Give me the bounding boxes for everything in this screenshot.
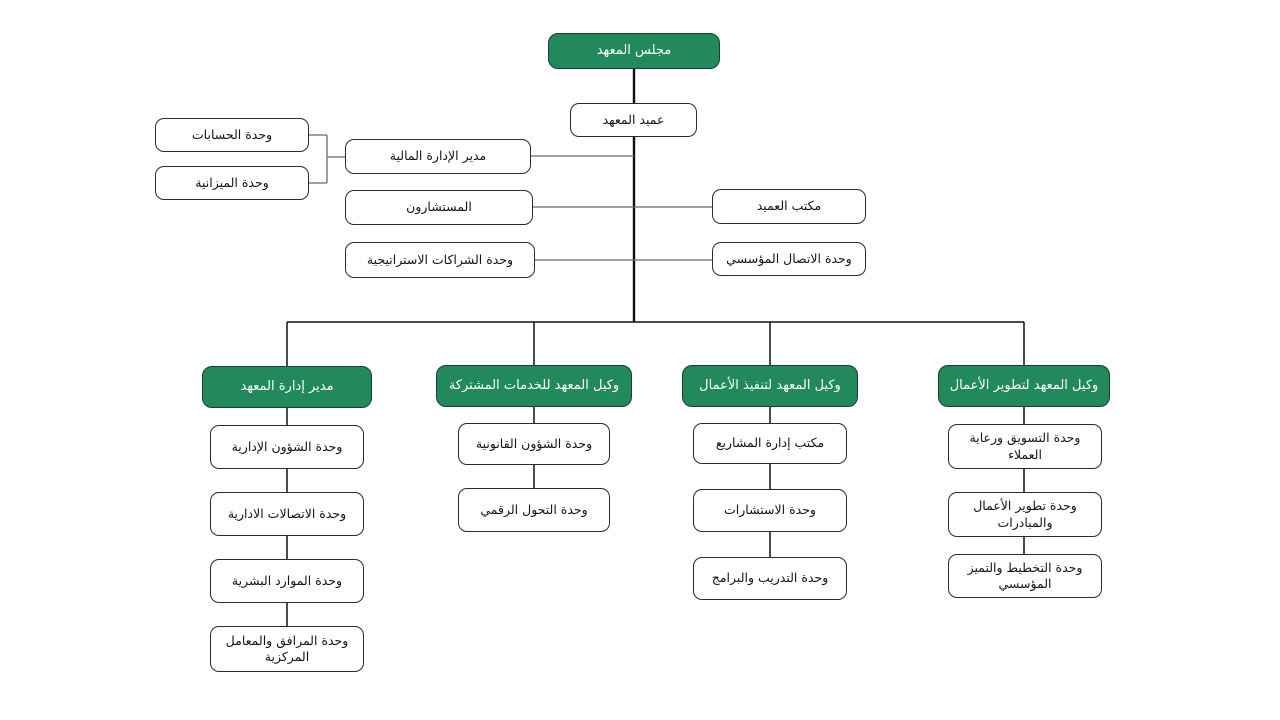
org-node-bizdev-initiatives: وحدة تطوير الأعمال والمبادرات (948, 492, 1102, 537)
org-node-vp-business-execution: وكيل المعهد لتنفيذ الأعمال (682, 365, 858, 407)
org-node-corp-comm: وحدة الاتصال المؤسسي (712, 242, 866, 276)
org-node-dean: عميد المعهد (570, 103, 697, 137)
org-node-facilities-labs: وحدة المرافق والمعامل المركزية (210, 626, 364, 672)
org-node-planning-excellence: وحدة التخطيط والتميز المؤسسي (948, 554, 1102, 598)
org-node-partnerships: وحدة الشراكات الاستراتيجية (345, 242, 535, 278)
org-node-accounts: وحدة الحسابات (155, 118, 309, 152)
org-node-admin-director: مدير إدارة المعهد (202, 366, 372, 408)
org-node-admin-comm: وحدة الاتصالات الادارية (210, 492, 364, 536)
org-node-budget: وحدة الميزانية (155, 166, 309, 200)
org-node-digital-transformation: وحدة التحول الرقمي (458, 488, 610, 532)
org-node-board: مجلس المعهد (548, 33, 720, 69)
org-node-hr: وحدة الموارد البشرية (210, 559, 364, 603)
org-node-consulting: وحدة الاستشارات (693, 489, 847, 532)
connector-staff-links (309, 134, 712, 261)
org-node-admin-affairs: وحدة الشؤون الإدارية (210, 425, 364, 469)
org-node-finance-director: مدير الإدارة المالية (345, 139, 531, 174)
org-node-pmo: مكتب إدارة المشاريع (693, 423, 847, 464)
org-node-training-programs: وحدة التدريب والبرامج (693, 557, 847, 600)
org-node-dean-office: مكتب العميد (712, 189, 866, 224)
org-node-vp-business-development: وكيل المعهد لتطوير الأعمال (938, 365, 1110, 407)
org-node-vp-shared-services: وكيل المعهد للخدمات المشتركة (436, 365, 632, 407)
org-node-legal: وحدة الشؤون القانونية (458, 423, 610, 465)
org-node-consultants: المستشارون (345, 190, 533, 225)
connector-rail-and-drops (286, 321, 1025, 626)
org-node-marketing-customer-care: وحدة التسويق ورعاية العملاء (948, 424, 1102, 469)
